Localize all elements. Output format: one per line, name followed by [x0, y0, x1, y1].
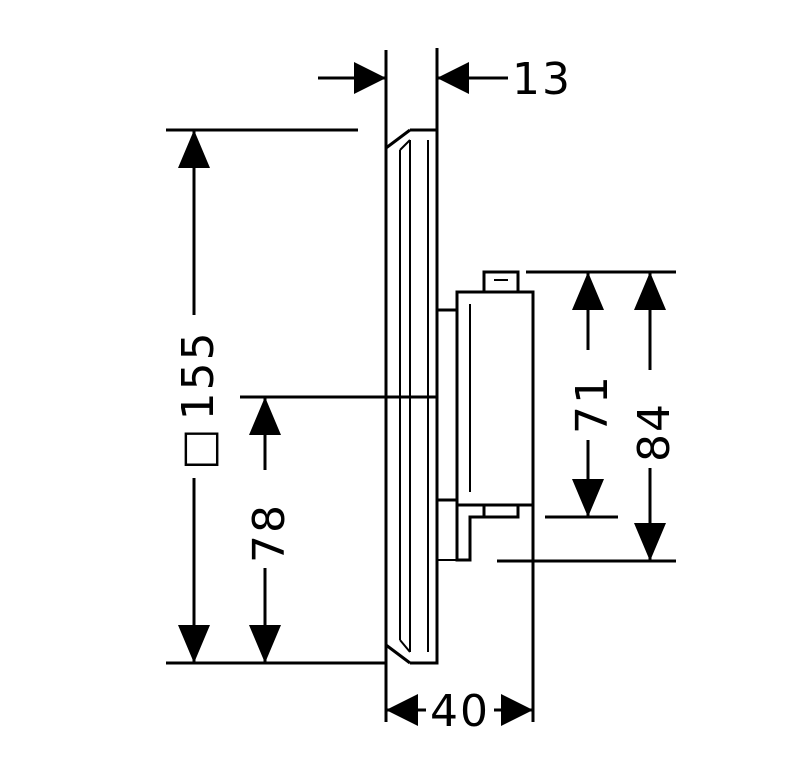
- label-155: □ 155: [173, 330, 224, 470]
- dimension-40: 40: [386, 505, 535, 737]
- label-13: 13: [512, 54, 572, 105]
- label-84: 84: [629, 402, 680, 462]
- dimension-84: 84: [497, 272, 680, 563]
- dimension-155: □ 155: [166, 128, 386, 665]
- dimension-78: 78: [240, 395, 437, 663]
- label-78: 78: [244, 503, 295, 563]
- square-symbol: □: [173, 426, 224, 470]
- label-40: 40: [430, 686, 490, 737]
- cover-plate: [384, 48, 439, 722]
- label-71: 71: [567, 374, 618, 434]
- dimension-71: 71: [526, 270, 676, 519]
- cartridge-housing: [437, 270, 535, 562]
- dimension-13: 13: [318, 54, 572, 105]
- label-155-value: 155: [173, 330, 224, 420]
